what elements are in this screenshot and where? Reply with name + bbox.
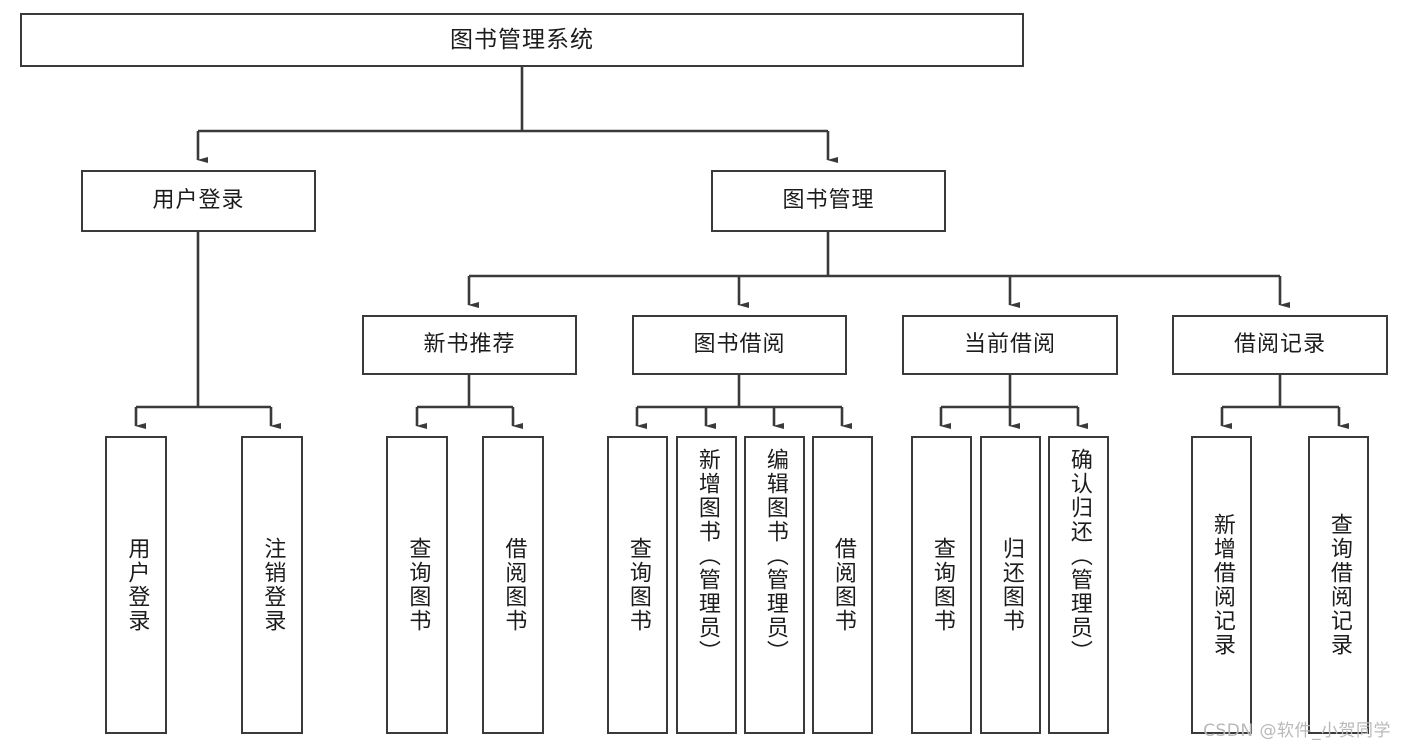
leaf-return-book[interactable]: 归还图书 <box>980 436 1041 734</box>
leaf-label: 注销登录 <box>260 537 286 633</box>
leaf-label: 新增图书（管理员） <box>694 448 720 664</box>
node-label: 新书推荐 <box>423 332 516 358</box>
leaf-edit-book-admin[interactable]: 编辑图书（管理员） <box>744 436 805 734</box>
leaf-label: 查询图书 <box>405 537 431 633</box>
leaf-query-book-borrow[interactable]: 查询图书 <box>607 436 668 734</box>
node-book-management[interactable]: 图书管理 <box>711 170 946 232</box>
leaf-query-book-new-recommend[interactable]: 查询图书 <box>386 436 448 734</box>
leaf-label: 确认归还（管理员） <box>1066 448 1092 664</box>
leaf-label: 新增借阅记录 <box>1209 513 1235 657</box>
node-current-borrow[interactable]: 当前借阅 <box>902 315 1118 375</box>
leaf-label: 查询图书 <box>625 537 651 633</box>
watermark-text: CSDN @软件_小贺同学 <box>1203 721 1391 741</box>
leaf-label: 归还图书 <box>998 537 1024 633</box>
node-user-login[interactable]: 用户登录 <box>81 170 316 232</box>
node-label: 图书管理系统 <box>450 26 594 53</box>
leaf-label: 编辑图书（管理员） <box>762 448 788 664</box>
leaf-user-login[interactable]: 用户登录 <box>105 436 167 734</box>
leaf-label: 查询借阅记录 <box>1326 513 1352 657</box>
node-label: 图书借阅 <box>693 332 786 358</box>
leaf-borrow-book-borrow[interactable]: 借阅图书 <box>812 436 873 734</box>
leaf-add-borrow-record[interactable]: 新增借阅记录 <box>1191 436 1252 734</box>
node-label: 当前借阅 <box>963 332 1056 358</box>
leaf-borrow-book-new-recommend[interactable]: 借阅图书 <box>482 436 544 734</box>
node-new-book-recommend[interactable]: 新书推荐 <box>362 315 577 375</box>
node-book-borrow[interactable]: 图书借阅 <box>632 315 847 375</box>
leaf-label: 用户登录 <box>124 537 150 633</box>
leaf-query-borrow-record[interactable]: 查询借阅记录 <box>1308 436 1369 734</box>
node-borrow-record[interactable]: 借阅记录 <box>1172 315 1388 375</box>
leaf-confirm-return-admin[interactable]: 确认归还（管理员） <box>1048 436 1109 734</box>
node-label: 图书管理 <box>782 188 875 214</box>
node-label: 用户登录 <box>152 188 245 214</box>
node-label: 借阅记录 <box>1233 332 1326 358</box>
leaf-label: 借阅图书 <box>501 537 527 633</box>
leaf-query-book-current[interactable]: 查询图书 <box>911 436 972 734</box>
leaf-label: 借阅图书 <box>830 537 856 633</box>
leaf-add-book-admin[interactable]: 新增图书（管理员） <box>676 436 737 734</box>
leaf-label: 查询图书 <box>929 537 955 633</box>
leaf-user-logout[interactable]: 注销登录 <box>241 436 303 734</box>
node-root-book-management-system[interactable]: 图书管理系统 <box>20 13 1024 67</box>
